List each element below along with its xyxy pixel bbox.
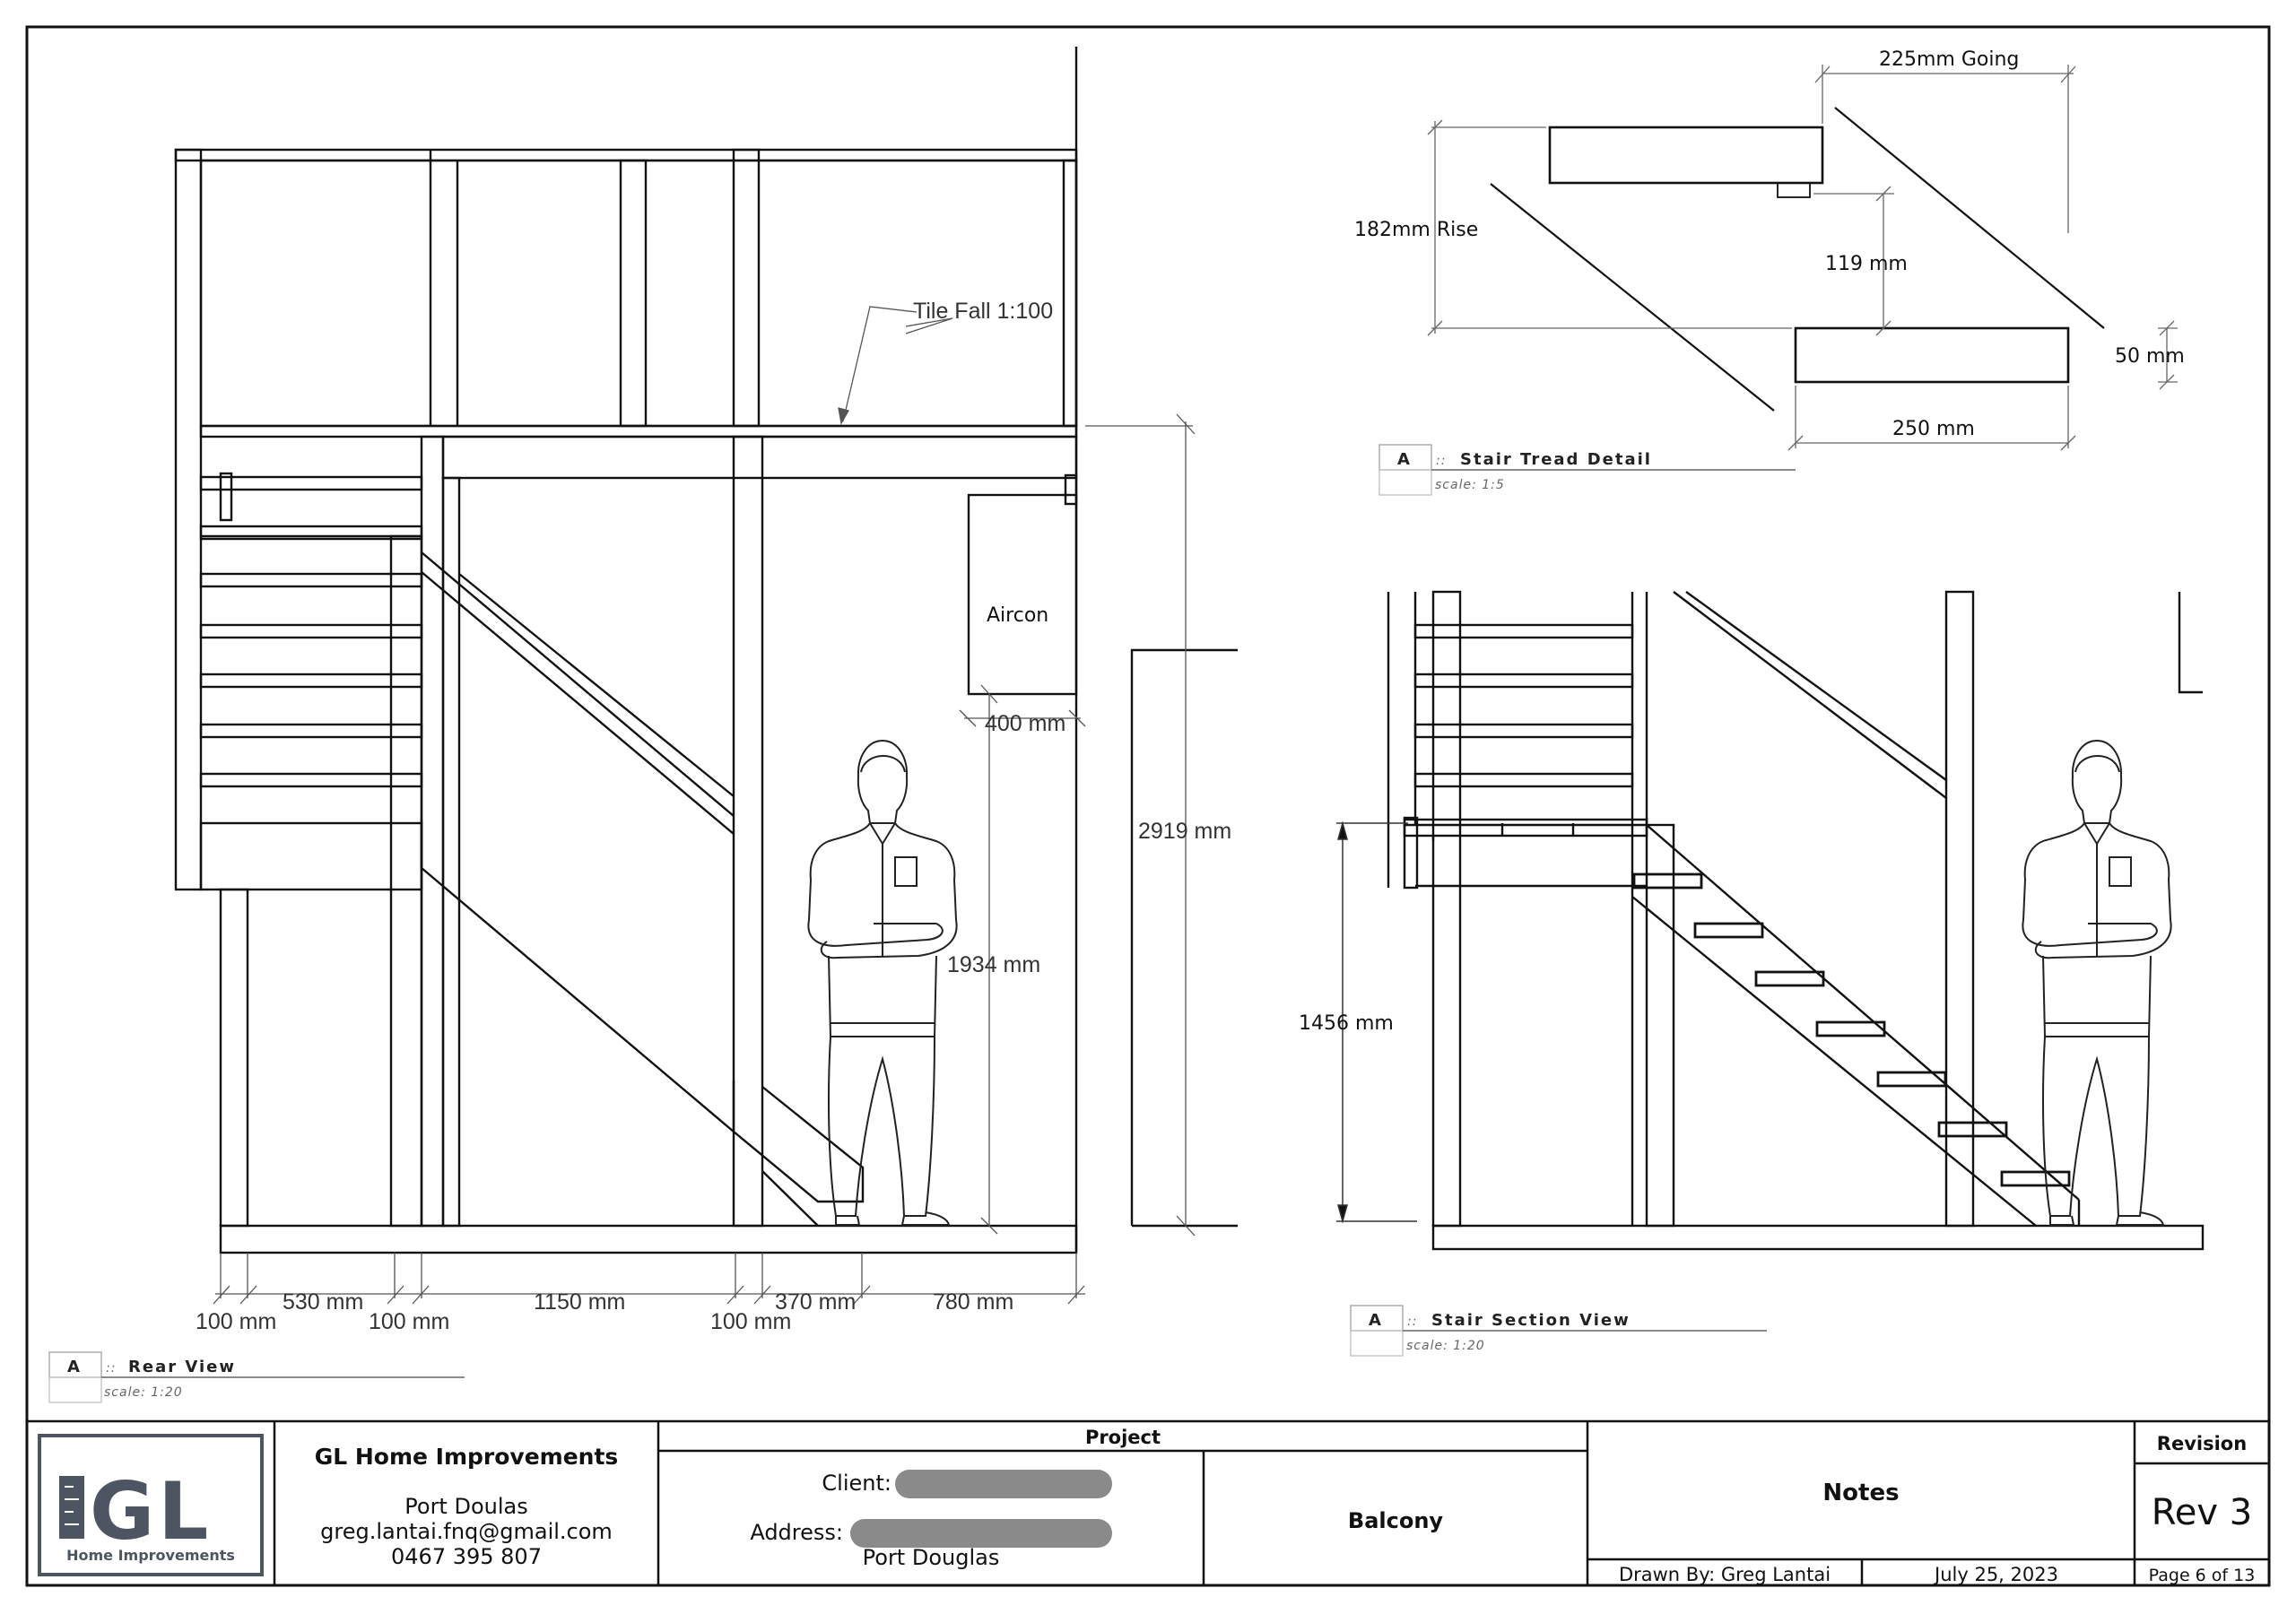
tread-detail-letter: A (1397, 450, 1412, 469)
dim-400: 400 mm (985, 711, 1065, 736)
svg-text:Home Improvements: Home Improvements (66, 1547, 235, 1564)
revision-number: Rev 3 (2152, 1492, 2252, 1533)
client-label: Client: (822, 1471, 891, 1496)
tread-detail-title: Stair Tread Detail (1460, 450, 1652, 469)
section-view-letter: A (1369, 1311, 1383, 1330)
client-redacted (895, 1470, 1112, 1498)
address-redacted (850, 1519, 1112, 1548)
company-phone: 0467 395 807 (391, 1544, 542, 1569)
rear-view-drawing (174, 47, 1238, 1254)
company-town: Port Doulas (404, 1494, 527, 1519)
tread-detail-scale: scale: 1:5 (1435, 478, 1505, 492)
rear-view-letter: A (67, 1358, 82, 1376)
company-name: GL Home Improvements (315, 1444, 619, 1470)
tread-detail-dimensions (1427, 65, 2178, 451)
dim-530: 530 mm (283, 1289, 363, 1315)
rear-view-title: Rear View (128, 1358, 236, 1376)
tread-gap: 119 mm (1825, 253, 1908, 275)
tread-depth: 250 mm (1892, 418, 1975, 440)
revision-heading: Revision (2157, 1433, 2247, 1454)
dim-1934: 1934 mm (947, 952, 1040, 977)
sheet-border (25, 25, 2271, 1587)
section-view-drawing (1387, 590, 2205, 1251)
tread-going: 225mm Going (1879, 48, 2019, 71)
dim-1456: 1456 mm (1299, 1012, 1394, 1035)
svg-text:::: :: (1436, 454, 1446, 468)
tread-detail-drawing (1490, 107, 2105, 412)
aircon-label: Aircon (987, 604, 1048, 627)
rear-view-label-block: A :: Rear View scale: 1:20 (48, 1351, 465, 1403)
address-value: Port Douglas (863, 1545, 1000, 1570)
dim-2919: 2919 mm (1138, 819, 1231, 844)
project-name: Balcony (1348, 1508, 1444, 1533)
person-silhouette (807, 740, 958, 1226)
tread-detail-label-block: A :: Stair Tread Detail scale: 1:5 (1378, 444, 1796, 496)
title-block (27, 1419, 2269, 1585)
dim-100-a: 100 mm (196, 1309, 276, 1334)
tread-thickness: 50 mm (2115, 345, 2185, 368)
svg-text:::: :: (1407, 1315, 1417, 1329)
tread-rise: 182mm Rise (1354, 219, 1478, 241)
address-label: Address: (750, 1520, 843, 1545)
company-logo: GL Home Improvements (38, 1434, 264, 1576)
section-view-dimensions (1336, 820, 1417, 1224)
project-heading: Project (1085, 1427, 1161, 1448)
company-email: greg.lantai.fnq@gmail.com (320, 1519, 613, 1544)
dim-100-c: 100 mm (710, 1309, 791, 1334)
tile-fall-label: Tile Fall 1:100 (913, 299, 1053, 324)
svg-text:GL: GL (90, 1465, 212, 1558)
dim-370: 370 mm (775, 1289, 856, 1315)
svg-text:::: :: (106, 1361, 116, 1376)
notes-heading: Notes (1822, 1480, 1899, 1506)
dim-100-b: 100 mm (369, 1309, 449, 1334)
person-silhouette-section (2022, 740, 2172, 1226)
dim-1150: 1150 mm (534, 1289, 625, 1315)
section-view-title: Stair Section View (1431, 1311, 1631, 1330)
drawn-by: Drawn By: Greg Lantai (1619, 1564, 1831, 1585)
section-view-label-block: A :: Stair Section View scale: 1:20 (1350, 1305, 1767, 1357)
page-number: Page 6 of 13 (2149, 1566, 2256, 1585)
rear-view-dimensions (213, 306, 1196, 1305)
dim-780: 780 mm (933, 1289, 1013, 1315)
drawing-date: July 25, 2023 (1933, 1564, 2058, 1585)
rear-view-scale: scale: 1:20 (104, 1385, 183, 1400)
section-view-scale: scale: 1:20 (1406, 1339, 1485, 1353)
